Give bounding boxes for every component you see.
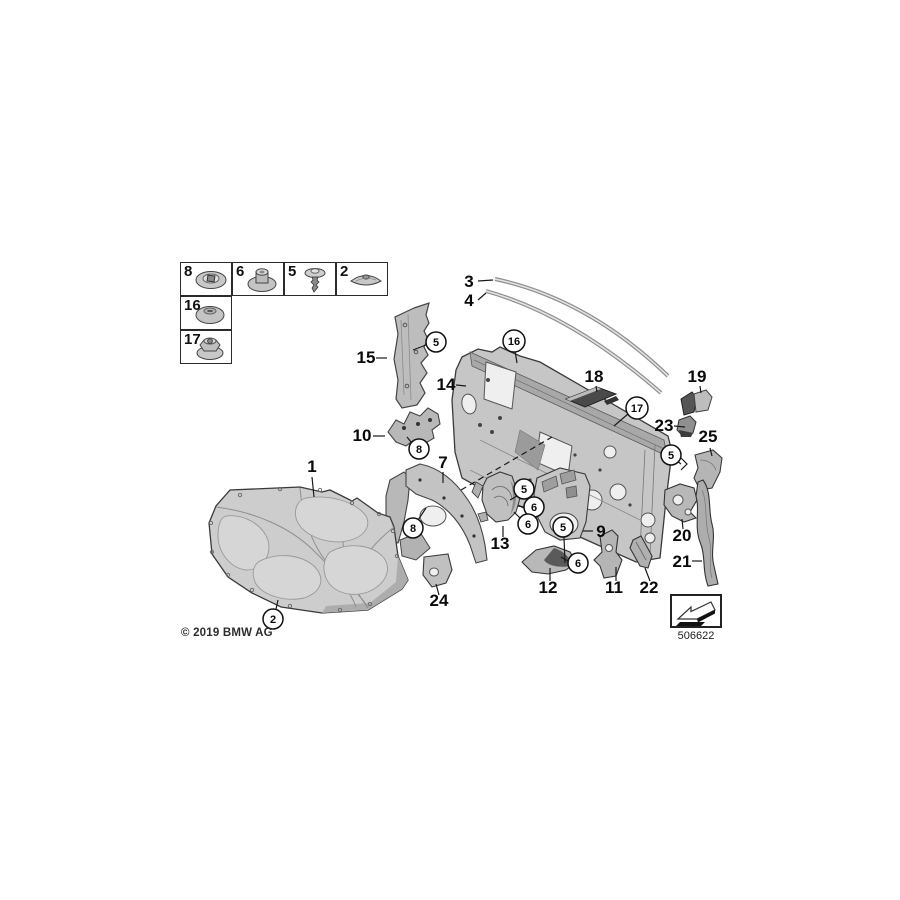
direction-arrow-icon xyxy=(676,601,716,626)
callout-13[interactable]: 13 xyxy=(491,534,510,553)
part-20-shape xyxy=(663,483,698,523)
svg-text:5: 5 xyxy=(560,522,566,534)
part-19-shape xyxy=(680,389,713,416)
part-18-shape xyxy=(564,386,619,408)
circled-callout-6a[interactable]: 6 xyxy=(523,496,545,518)
legend-box xyxy=(670,594,722,628)
circled-callout-5b[interactable]: 5 xyxy=(513,478,535,500)
copyright-notice: © 2019 BMW AG xyxy=(181,627,273,639)
callout-4[interactable]: 4 xyxy=(464,291,474,310)
callout-1[interactable]: 1 xyxy=(307,457,316,476)
callout-25[interactable]: 25 xyxy=(699,427,718,446)
callout-15[interactable]: 15 xyxy=(357,348,376,367)
circled-callout-5a[interactable]: 5 xyxy=(425,331,447,353)
svg-text:17: 17 xyxy=(631,403,643,415)
fastener-cell-6[interactable]: 6 xyxy=(232,262,284,296)
svg-text:6: 6 xyxy=(531,502,537,514)
callout-12[interactable]: 12 xyxy=(539,578,558,597)
svg-text:8: 8 xyxy=(416,444,422,456)
part-21-shape xyxy=(695,479,719,587)
part-4-strip xyxy=(485,289,663,395)
circled-callout-2[interactable]: 2 xyxy=(262,608,284,630)
circled-callout-6c[interactable]: 6 xyxy=(567,552,589,574)
diagram-number: 506622 xyxy=(677,630,715,642)
grommet-nut-icon xyxy=(247,268,277,292)
callout-24[interactable]: 24 xyxy=(430,591,449,610)
callout-21[interactable]: 21 xyxy=(673,552,692,571)
circled-callout-8a[interactable]: 8 xyxy=(408,438,430,460)
leader-lines xyxy=(275,279,713,610)
part-25-shape xyxy=(693,449,723,491)
part-15-shape xyxy=(393,302,430,409)
callout-labels: 1 3 4 7 9 10 11 12 13 14 15 18 19 20 21 … xyxy=(307,272,717,610)
callout-18[interactable]: 18 xyxy=(585,367,604,386)
flange-nut-icon xyxy=(196,337,224,360)
fastener-label: 17 xyxy=(184,331,201,348)
fastener-label: 16 xyxy=(184,297,201,314)
dome-plug-icon xyxy=(195,306,225,324)
fastener-label: 8 xyxy=(184,263,193,280)
flat-clip-icon xyxy=(195,271,227,289)
circled-callout-5c[interactable]: 5 xyxy=(552,516,574,538)
circled-callout-5d[interactable]: 5 xyxy=(660,444,682,466)
svg-text:5: 5 xyxy=(521,484,527,496)
circled-callouts: 2 5 5 5 5 6 6 xyxy=(262,329,682,630)
part-23-shape xyxy=(676,415,697,437)
circled-callout-17[interactable]: 17 xyxy=(625,396,649,420)
part-1-shape xyxy=(208,486,409,614)
fastener-cell-8[interactable]: 8 xyxy=(180,262,232,296)
fastener-label: 5 xyxy=(288,263,297,280)
fastener-cell-2[interactable]: 2 xyxy=(336,262,388,296)
svg-text:2: 2 xyxy=(270,614,276,626)
svg-text:16: 16 xyxy=(508,336,520,348)
callout-11[interactable]: 11 xyxy=(605,578,623,597)
callout-9[interactable]: 9 xyxy=(596,522,605,541)
fastener-label: 2 xyxy=(340,263,349,280)
fastener-label: 6 xyxy=(236,263,245,280)
part-24-shape xyxy=(422,553,453,588)
svg-text:5: 5 xyxy=(668,450,674,462)
push-clip-icon xyxy=(350,274,382,286)
part-10-shape xyxy=(387,407,441,447)
callout-22[interactable]: 22 xyxy=(640,578,659,597)
svg-text:5: 5 xyxy=(433,337,439,349)
callout-19[interactable]: 19 xyxy=(688,367,707,386)
circled-callout-16[interactable]: 16 xyxy=(502,329,526,353)
callout-10[interactable]: 10 xyxy=(353,426,372,445)
fastener-cell-16[interactable]: 16 xyxy=(180,296,232,330)
svg-text:6: 6 xyxy=(525,519,531,531)
fastener-cell-5[interactable]: 5 xyxy=(284,262,336,296)
callout-14[interactable]: 14 xyxy=(437,375,456,394)
part-3-strip xyxy=(494,277,670,378)
svg-text:6: 6 xyxy=(575,558,581,570)
fastener-cell-17[interactable]: 17 xyxy=(180,330,232,364)
callout-20[interactable]: 20 xyxy=(673,526,692,545)
circled-callout-8b[interactable]: 8 xyxy=(402,517,424,539)
callout-7[interactable]: 7 xyxy=(438,453,447,472)
part-22-shape xyxy=(629,535,653,569)
expanding-rivet-icon xyxy=(304,268,326,293)
callout-3[interactable]: 3 xyxy=(464,272,473,291)
svg-text:8: 8 xyxy=(410,523,416,535)
callout-23[interactable]: 23 xyxy=(655,416,674,435)
circled-callout-6b[interactable]: 6 xyxy=(517,513,539,535)
